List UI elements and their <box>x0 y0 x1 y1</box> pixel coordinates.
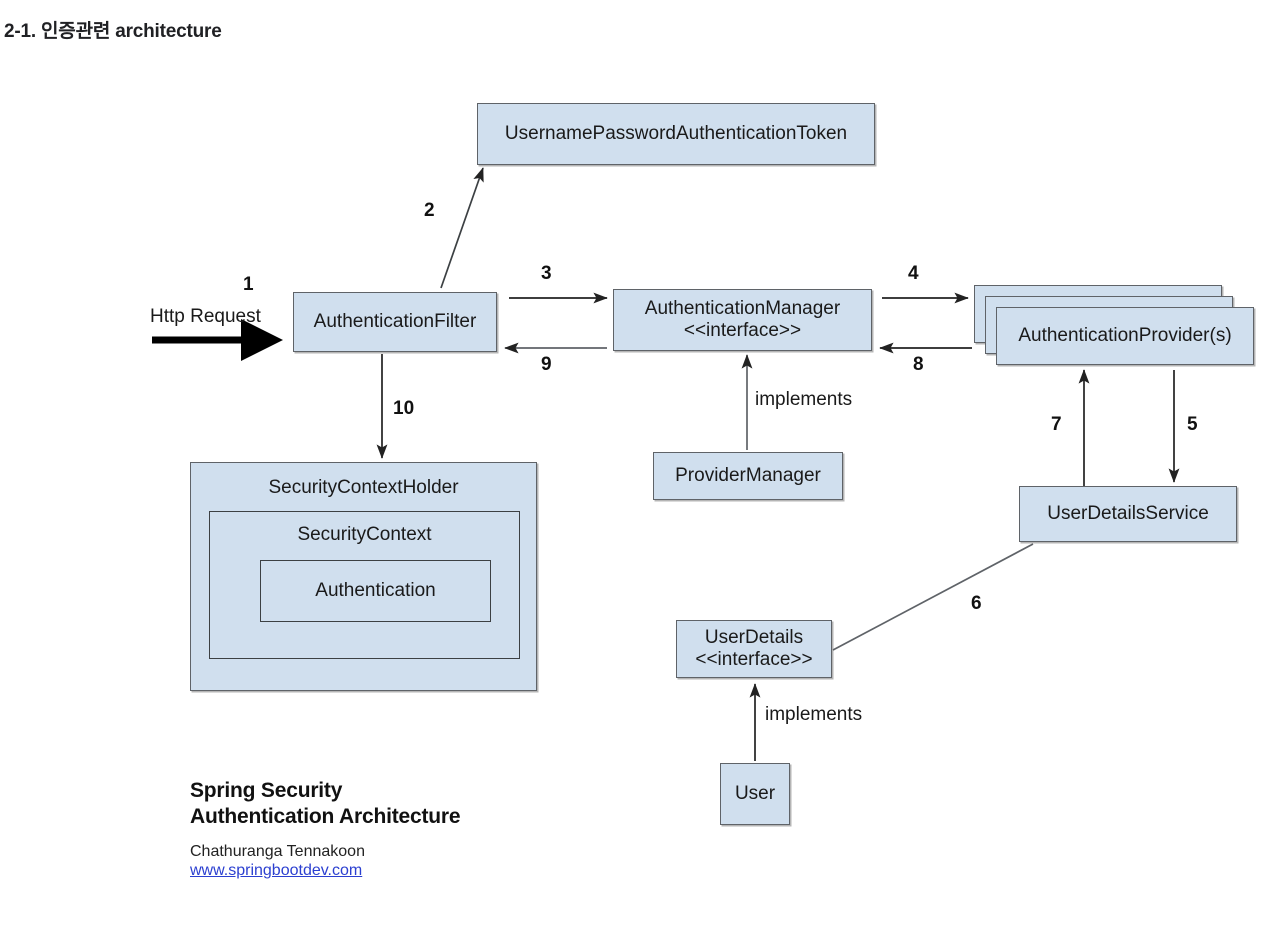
edge-label-8: 8 <box>913 354 924 375</box>
node-authentication-providers-stack[interactable]: AuthenticationProvider(s) <box>974 285 1254 367</box>
node-user[interactable]: User <box>720 763 790 825</box>
diagram-author: Chathuranga Tennakoon <box>190 842 365 860</box>
author-website-link[interactable]: www.springbootdev.com <box>190 861 363 879</box>
node-provider-manager[interactable]: ProviderManager <box>653 452 843 500</box>
node-authentication-manager[interactable]: AuthenticationManager <<interface>> <box>613 289 872 351</box>
edge-label-2: 2 <box>424 200 435 221</box>
node-user-details-service[interactable]: UserDetailsService <box>1019 486 1237 542</box>
edge-label-10: 10 <box>393 398 415 419</box>
credit-block: Spring Security Authentication Architect… <box>190 778 461 880</box>
node-authentication-filter[interactable]: AuthenticationFilter <box>293 292 497 352</box>
node-user-details[interactable]: UserDetails <<interface>> <box>676 620 832 678</box>
edge-2-to-token <box>440 167 484 289</box>
node-security-context[interactable]: SecurityContext Authentication <box>209 511 520 659</box>
node-username-password-authentication-token[interactable]: UsernamePasswordAuthenticationToken <box>477 103 875 165</box>
edge-label-5: 5 <box>1187 414 1198 435</box>
edge-label-7: 7 <box>1051 414 1062 435</box>
architecture-diagram: UsernamePasswordAuthenticationToken Auth… <box>0 58 1280 937</box>
edge-label-3: 3 <box>541 263 552 284</box>
edge-label-http-request: Http Request <box>150 306 261 327</box>
edge-6-uds-to-userdetails <box>832 543 1034 651</box>
diagram-connectors <box>152 167 1180 761</box>
page-title: 2-1. 인증관련 architecture <box>4 21 222 42</box>
edge-label-4: 4 <box>908 263 919 284</box>
edge-label-implements-provider-manager: implements <box>755 389 853 410</box>
diagram-title: Spring Security Authentication Architect… <box>190 779 461 829</box>
edge-label-6: 6 <box>971 593 982 614</box>
authentication-provider-layer-front[interactable]: AuthenticationProvider(s) <box>996 307 1254 365</box>
security-context-holder-label: SecurityContextHolder <box>268 477 459 498</box>
edge-label-1: 1 <box>243 274 254 295</box>
edge-label-implements-user-details: implements <box>765 704 863 725</box>
edge-label-9: 9 <box>541 354 552 375</box>
node-security-context-holder[interactable]: SecurityContextHolder SecurityContext Au… <box>190 462 537 691</box>
node-authentication[interactable]: Authentication <box>260 560 491 622</box>
security-context-label: SecurityContext <box>297 524 432 545</box>
